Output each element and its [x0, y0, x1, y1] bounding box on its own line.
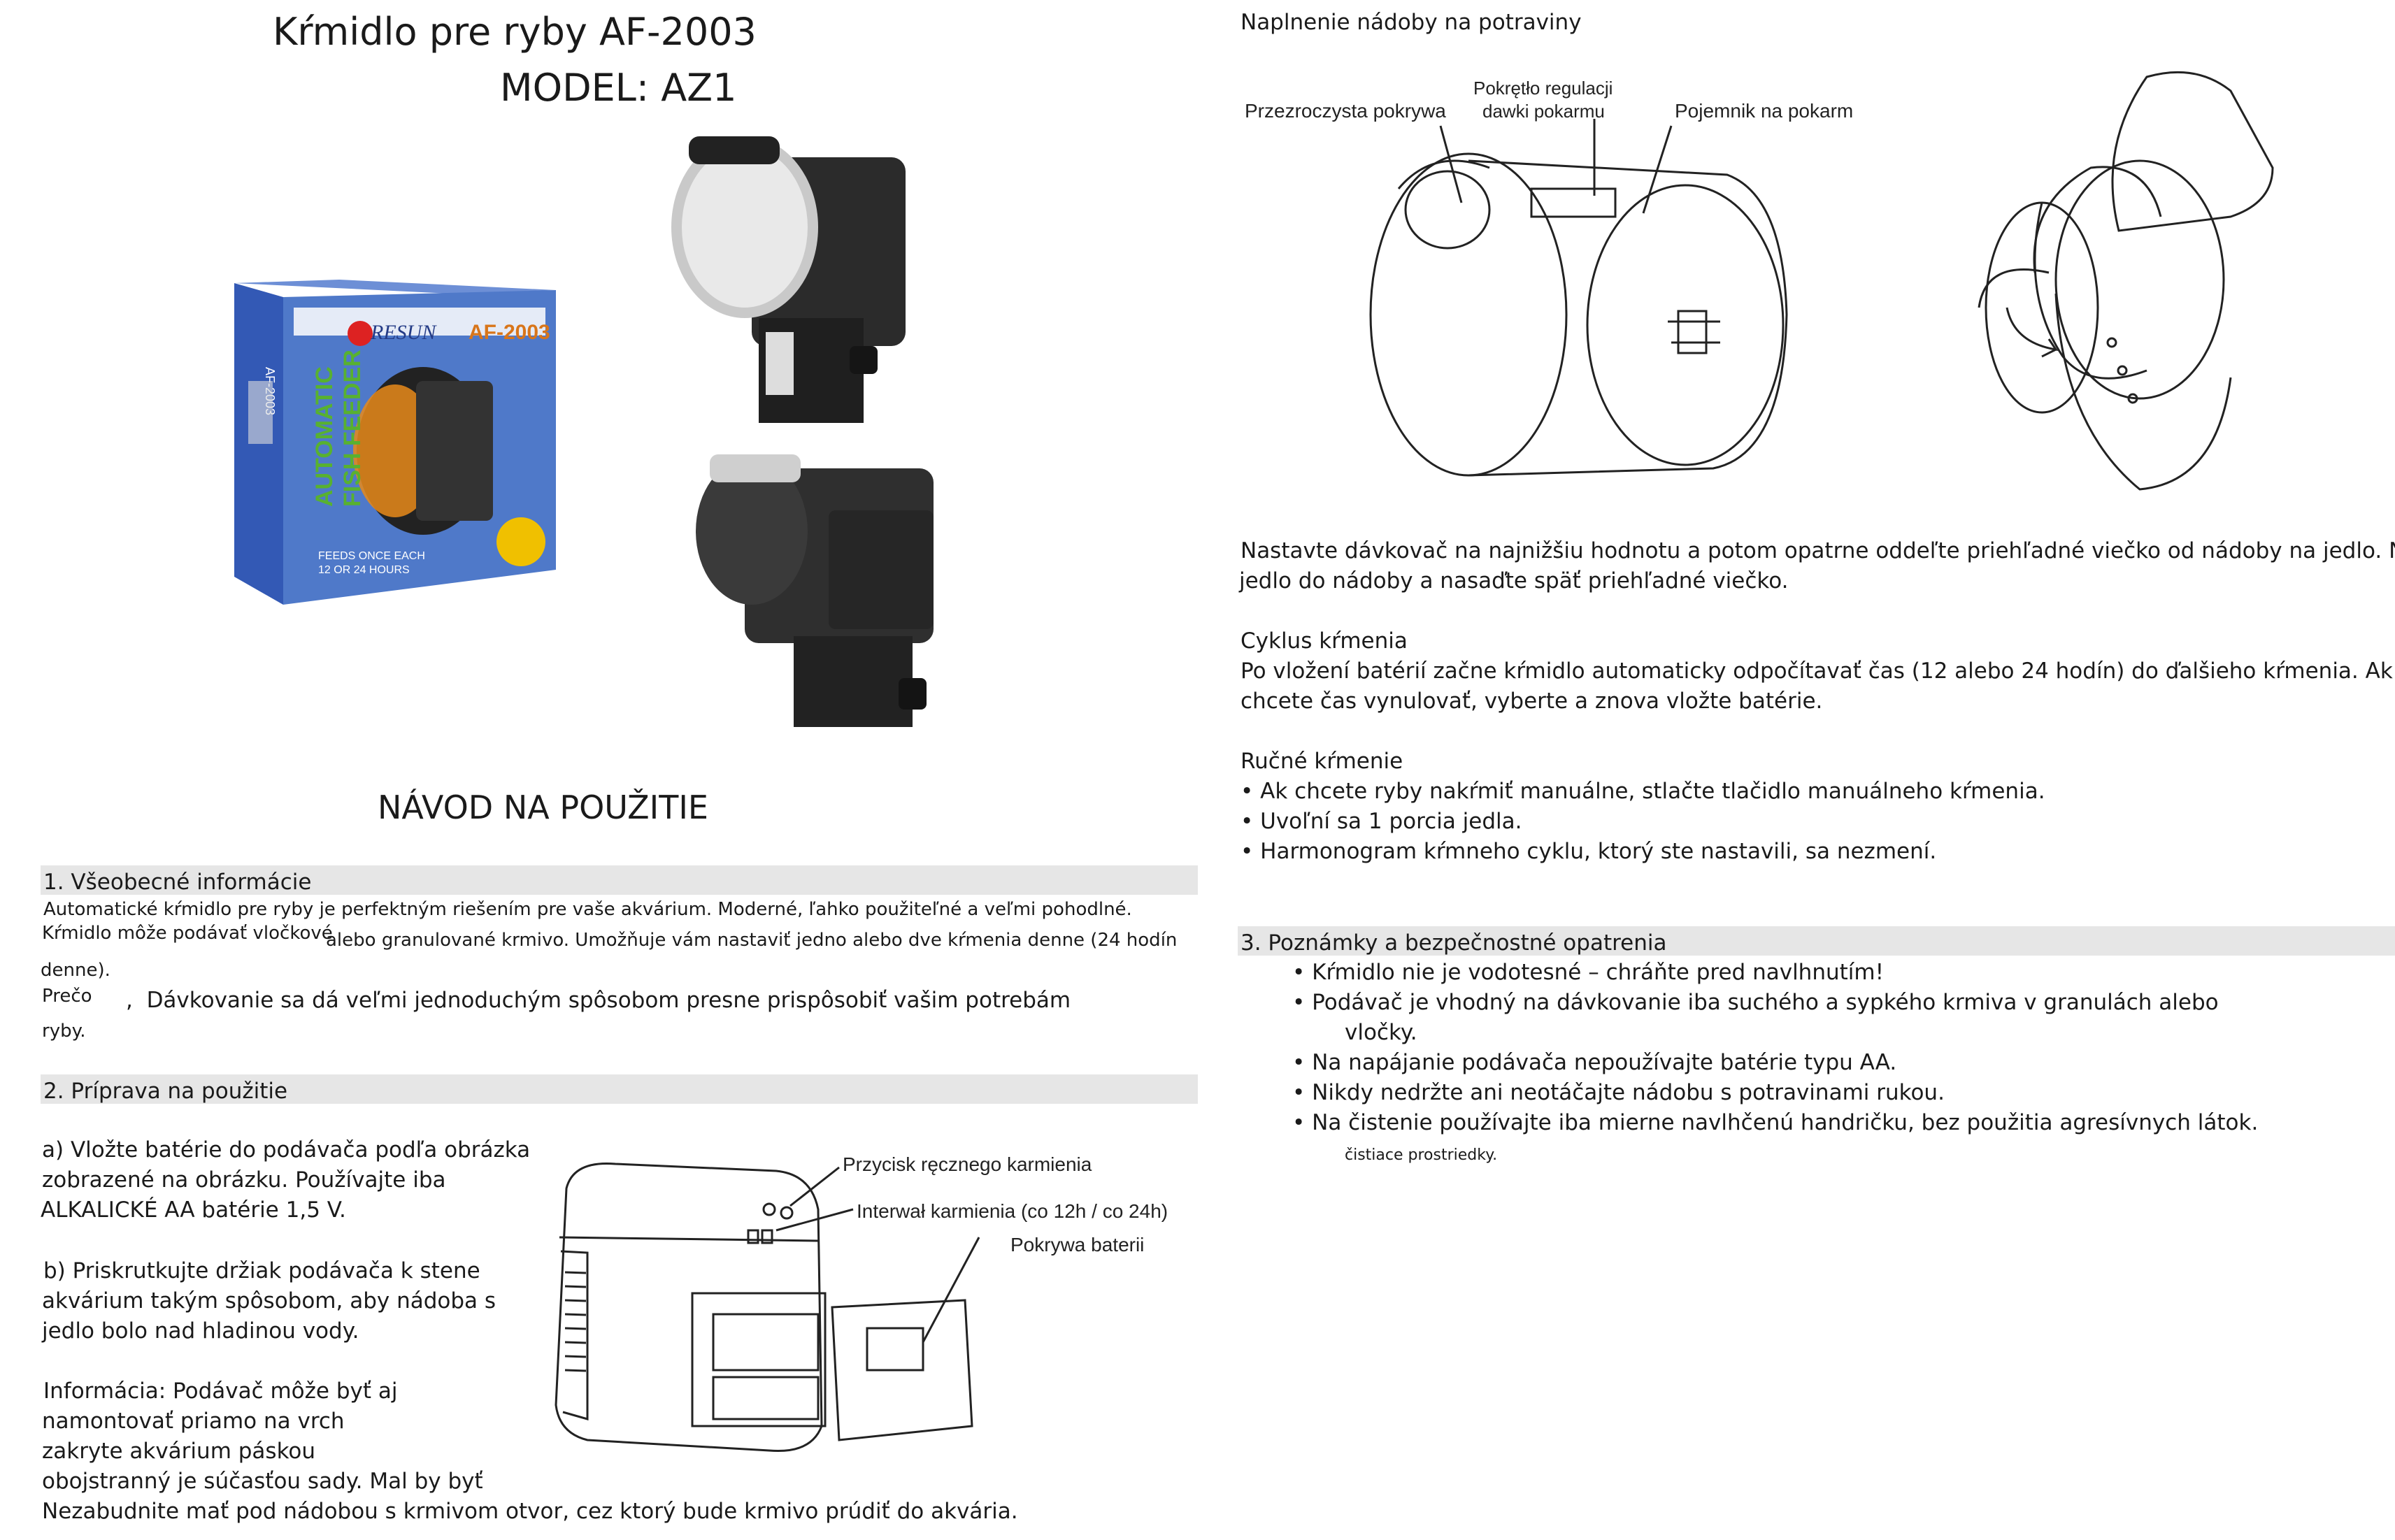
section3-header: 3. Poznámky a bezpečnostné opatrenia — [1238, 926, 2395, 956]
note-item-3: • Na napájanie podávača nepoužívajte bat… — [1292, 1050, 1897, 1075]
section1-heading: 1. Všeobecné informácie — [43, 870, 312, 895]
cycle-text-1: Po vložení batérií začne kŕmidlo automat… — [1241, 659, 2393, 684]
section2-info-line2: namontovať priamo na vrch — [42, 1409, 345, 1434]
label-transparent-lid: Przezroczysta pokrywa — [1245, 100, 1446, 122]
section1-line4b: , Dávkovanie sa dá veľmi jednoduchým spô… — [126, 988, 1071, 1013]
section2-info-line3: zakryte akvárium páskou — [42, 1439, 316, 1464]
section2-b-line3: jedlo bolo nad hladinou vody. — [42, 1318, 359, 1344]
section2-b-line1: b) Priskrutkujte držiak podávača k stene — [43, 1258, 480, 1283]
section2-info-line4: obojstranný je súčasťou sady. Mal by byť — [42, 1469, 483, 1494]
section1-line2a: Kŕmidlo môže podávať vločkové — [42, 923, 333, 944]
fill-text-2: jedlo do nádoby a nasaďte späť priehľadn… — [1239, 568, 1789, 593]
document-title: Kŕmidlo pre ryby AF-2003 — [273, 10, 757, 54]
note-item-2: • Podávač je vhodný na dávkovanie iba su… — [1292, 990, 2219, 1015]
section2-heading: 2. Príprava na použitie — [43, 1079, 288, 1104]
note-footnote: čistiace prostriedky. — [1345, 1146, 1498, 1164]
feeder-photo-bottom — [696, 454, 934, 727]
section2-a-line2: zobrazené na obrázku. Používajte iba — [42, 1167, 446, 1193]
manual-title: NÁVOD NA POUŽITIE — [378, 789, 708, 826]
box-text-automatic: AUTOMATIC — [311, 366, 338, 507]
note-item-2-cont: vločky. — [1345, 1020, 1417, 1045]
battery-diagram: Przycisk ręcznego karmienia Interwał kar… — [555, 1153, 1168, 1453]
manual-feed-item-1: • Ak chcete ryby nakŕmiť manuálne, stlač… — [1241, 779, 2045, 804]
box-text-fish-feeder: FISH FEEDER — [339, 350, 366, 507]
label-dose-knob-1: Pokrętło regulacji — [1473, 78, 1613, 99]
feeder-photo-top — [671, 136, 906, 423]
cycle-text-2: chcete čas vynulovať, vyberte a znova vl… — [1241, 689, 1823, 714]
label-manual-feed-button: Przycisk ręcznego karmienia — [843, 1153, 1092, 1175]
fill-container-title: Naplnenie nádoby na potraviny — [1241, 10, 1582, 35]
container-diagram: Przezroczysta pokrywa Pokrętło regulacji… — [1245, 71, 2274, 491]
section3-heading: 3. Poznámky a bezpečnostné opatrenia — [1241, 930, 1667, 956]
section2-info-line1: Informácia: Podávač môže byť aj — [43, 1379, 398, 1404]
label-battery-cover: Pokrywa baterii — [1010, 1234, 1144, 1255]
section1-header: 1. Všeobecné informácie — [41, 865, 1198, 895]
box-bottom-text-2: 12 OR 24 HOURS — [318, 564, 410, 576]
model-title: MODEL: AZ1 — [500, 66, 737, 110]
section2-header: 2. Príprava na použitie — [41, 1074, 1198, 1104]
box-brand: RESUN — [370, 321, 437, 344]
label-dose-knob-2: dawki pokarmu — [1482, 101, 1605, 122]
box-model: AF-2003 — [469, 321, 550, 344]
label-food-container: Pojemnik na pokarm — [1675, 100, 1853, 122]
section2-b-line2: akvárium takým spôsobom, aby nádoba s — [42, 1288, 496, 1314]
manual-feed-item-3: • Harmonogram kŕmneho cyklu, ktorý ste n… — [1241, 839, 1937, 864]
manual-feed-item-2: • Uvoľní sa 1 porcia jedla. — [1241, 809, 1522, 834]
section1-line5: ryby. — [42, 1021, 86, 1042]
note-item-1: • Kŕmidlo nie je vodotesné – chráňte pre… — [1292, 960, 1885, 985]
cycle-title: Cyklus kŕmenia — [1241, 628, 1408, 654]
label-feeding-interval: Interwał karmienia (co 12h / co 24h) — [857, 1200, 1168, 1222]
section2-final-line: Nezabudnite mať pod nádobou s krmivom ot… — [42, 1499, 1018, 1524]
fill-text-1: Nastavte dávkovač na najnižšiu hodnotu a… — [1241, 538, 2395, 563]
note-item-4: • Nikdy nedržte ani neotáčajte nádobu s … — [1292, 1080, 1945, 1105]
section1-line2b: alebo granulované krmivo. Umožňuje vám n… — [326, 930, 1178, 951]
note-item-5: • Na čistenie používajte iba mierne navl… — [1292, 1110, 2259, 1135]
product-box-image: RESUN AF-2003 AUTOMATIC FISH FEEDER FEED… — [234, 280, 556, 605]
section1-line4a: Prečo — [42, 986, 92, 1007]
section1-line1: Automatické kŕmidlo pre ryby je perfektn… — [43, 899, 1132, 920]
box-bottom-text-1: FEEDS ONCE EACH — [318, 550, 425, 562]
section2-a-line3: ALKALICKÉ AA batérie 1,5 V. — [41, 1197, 346, 1223]
section2-a-line1: a) Vložte batérie do podávača podľa obrá… — [42, 1137, 531, 1163]
manual-feed-title: Ručné kŕmenie — [1241, 749, 1403, 774]
section1-line3: denne). — [41, 960, 110, 981]
